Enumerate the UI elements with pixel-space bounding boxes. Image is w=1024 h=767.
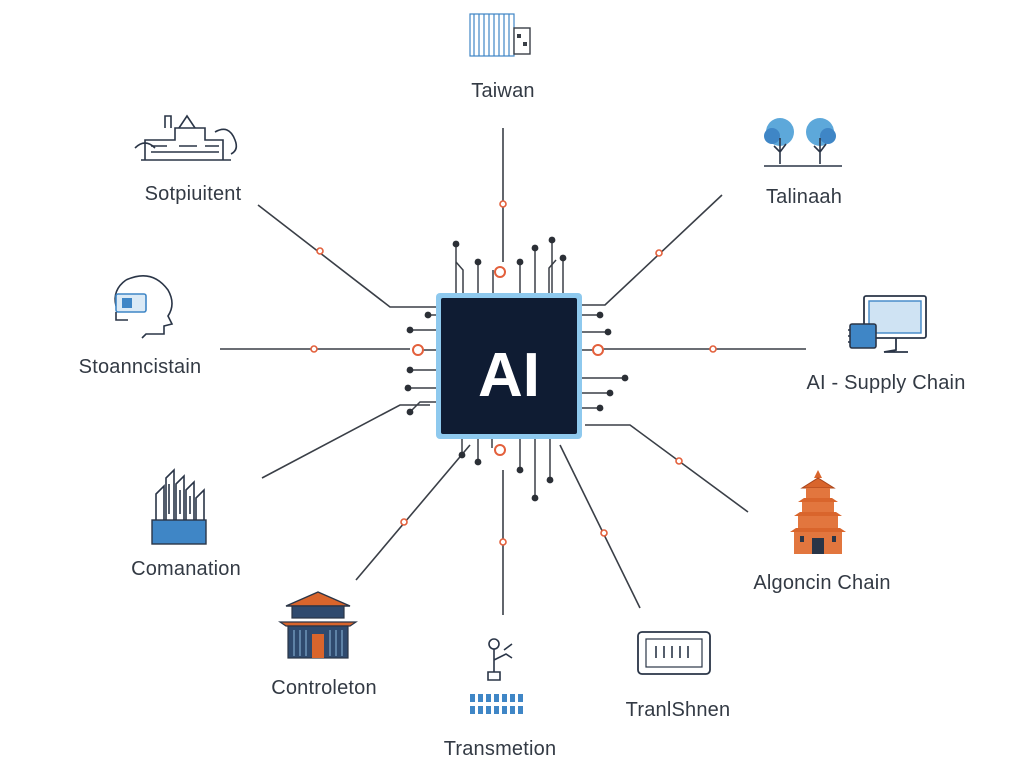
display-screen-icon bbox=[637, 631, 711, 675]
computer-monitor-icon bbox=[848, 295, 927, 353]
node-label-right: AI - Supply Chain bbox=[806, 372, 966, 394]
node-label-top-right: Talinaah bbox=[765, 186, 843, 208]
chip-pin-dots bbox=[404, 236, 629, 502]
marker bbox=[316, 247, 324, 255]
marker bbox=[499, 538, 507, 546]
spoke-bottom-left bbox=[355, 444, 471, 581]
node-label-top-left: Sotpiuitent bbox=[144, 183, 242, 205]
node-label-bottom: Transmetion bbox=[443, 738, 557, 760]
factory-icon bbox=[134, 114, 238, 161]
temple-icon bbox=[278, 591, 358, 659]
node-label-bottom-left: Controleton bbox=[271, 677, 377, 699]
trees-icon bbox=[764, 118, 842, 167]
ai-chip: AI bbox=[436, 293, 582, 439]
chip-label: AI bbox=[478, 341, 540, 410]
spoke-left-lower bbox=[261, 404, 430, 479]
node-label-top: Taiwan bbox=[471, 80, 535, 102]
spoke-bottom-right bbox=[585, 424, 749, 513]
marker bbox=[310, 345, 318, 353]
marker bbox=[655, 249, 663, 257]
chip-accent-rings bbox=[412, 266, 604, 456]
spoke-top-left bbox=[257, 204, 440, 308]
marker bbox=[675, 457, 683, 465]
spoke-bottom-right-2 bbox=[559, 444, 641, 609]
marker bbox=[709, 345, 717, 353]
node-label-left-lower: Comanation bbox=[131, 558, 241, 580]
pagoda-icon bbox=[790, 470, 846, 554]
marker bbox=[400, 518, 408, 526]
node-label-bottom-right-2: TranlShnen bbox=[625, 699, 731, 721]
robot-arm-icon bbox=[470, 638, 523, 714]
server-rack-icon bbox=[469, 13, 531, 57]
spoke-top-right bbox=[580, 194, 723, 306]
spoke-markers bbox=[310, 200, 717, 546]
marker bbox=[600, 529, 608, 537]
marker bbox=[499, 200, 507, 208]
node-label-left: Stoanncistain bbox=[78, 356, 202, 378]
head-profile-icon bbox=[114, 274, 174, 339]
node-label-bottom-right: Algoncin Chain bbox=[753, 572, 891, 594]
city-buildings-icon bbox=[151, 468, 207, 545]
